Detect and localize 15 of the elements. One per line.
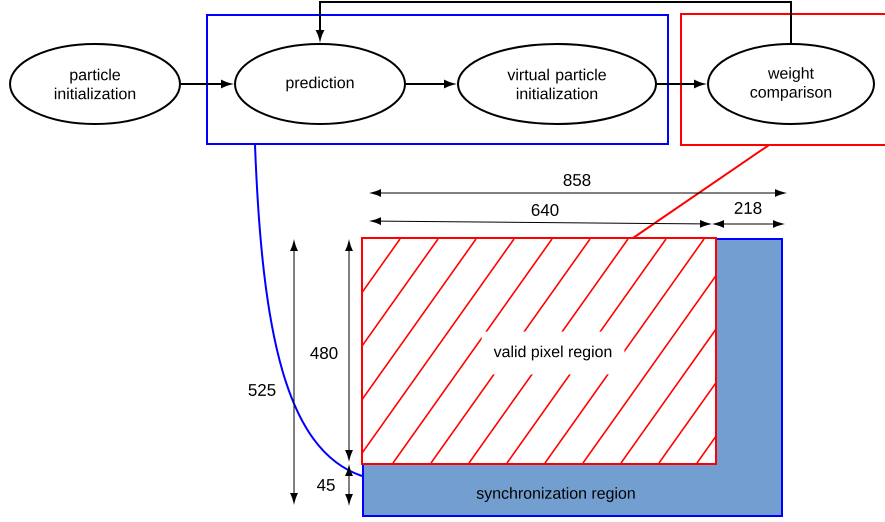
dimension-label: 858 bbox=[564, 174, 590, 186]
connector-line bbox=[254, 144, 362, 477]
connector-line bbox=[632, 144, 770, 239]
group-frame bbox=[680, 13, 885, 146]
hatched-region: valid pixel region bbox=[361, 237, 717, 465]
arrow bbox=[657, 80, 704, 88]
dimension-label: 640 bbox=[532, 204, 558, 216]
arrow bbox=[181, 80, 231, 88]
arrow bbox=[406, 80, 454, 88]
dimension-label: 480 bbox=[310, 347, 338, 359]
dimension-label: 525 bbox=[248, 384, 276, 396]
group-frame bbox=[206, 14, 669, 145]
arrow bbox=[316, 1, 792, 43]
dimension-label: 45 bbox=[316, 479, 335, 491]
dimension-label: 218 bbox=[734, 202, 762, 214]
